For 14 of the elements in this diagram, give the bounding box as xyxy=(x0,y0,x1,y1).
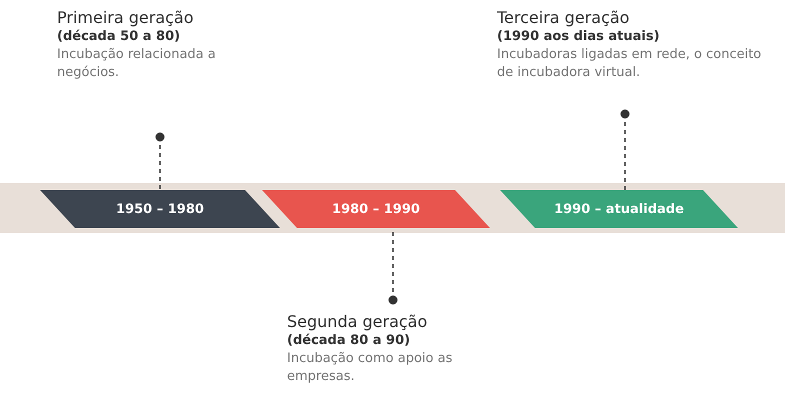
generation-heading: Segunda geração xyxy=(287,312,428,332)
period-label: 1990 – atualidade xyxy=(554,202,684,216)
description-text: Incubação como apoio as empresas. xyxy=(287,350,454,386)
dotted-connector xyxy=(156,132,164,190)
period-subtitle: (década 50 a 80) xyxy=(57,28,182,46)
generation-heading: Terceira geração xyxy=(497,8,630,28)
dotted-connector xyxy=(620,110,630,190)
period-label: 1980 – 1990 xyxy=(332,202,420,216)
period-subtitle: (1990 aos dias atuais) xyxy=(497,28,661,46)
generation-heading: Primeira geração xyxy=(57,8,195,28)
description-text: Incubação relacionada a negócios. xyxy=(57,46,217,82)
period-label: 1950 – 1980 xyxy=(116,202,204,216)
description-text: Incubadoras ligadas em rede, o conceito de incubadora virtual. xyxy=(497,46,762,82)
period-subtitle: (década 80 a 90) xyxy=(287,332,412,350)
